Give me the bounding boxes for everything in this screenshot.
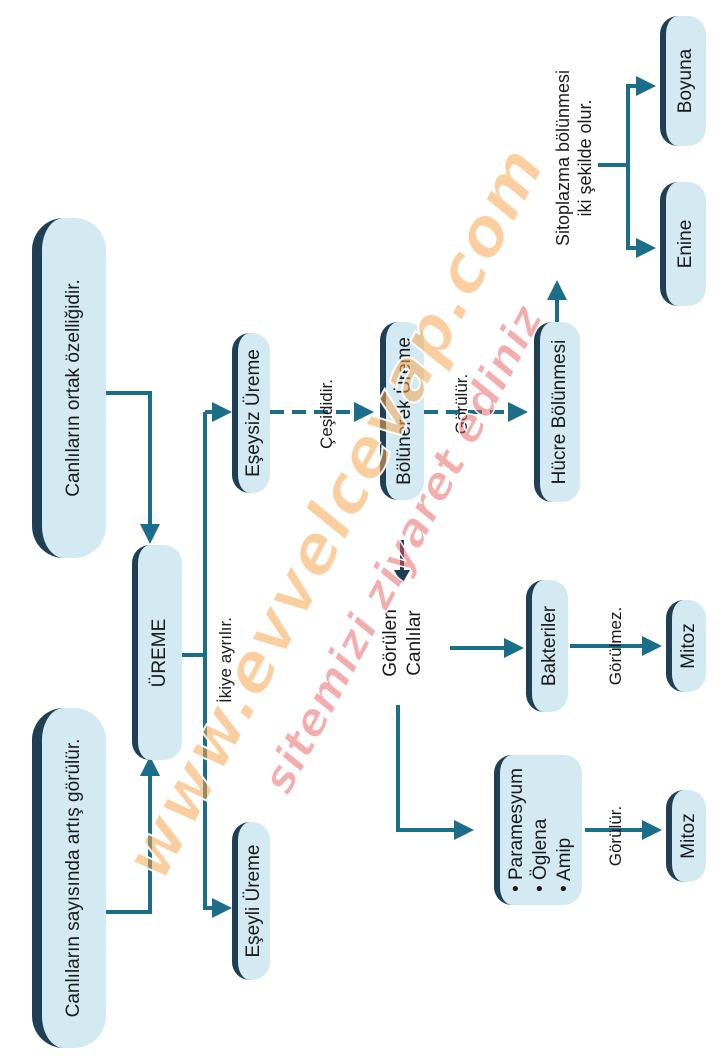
edge-gorulen-organisms bbox=[396, 705, 474, 840]
node-boyuna-label: Boyuna bbox=[675, 48, 696, 114]
node-organisms: Paramesyum Öglena Amip bbox=[494, 755, 582, 905]
organism-item: Öglena bbox=[529, 768, 553, 892]
node-eseyli: Eşeyli Üreme bbox=[232, 822, 270, 980]
sitoplazma-line2: iki şekilde olur. bbox=[575, 99, 595, 217]
edge-artis-ureme bbox=[106, 756, 160, 914]
node-boyuna: Boyuna bbox=[660, 16, 706, 146]
node-eseysiz: Eşeysiz Üreme bbox=[232, 333, 270, 493]
gorulen-line2: Canlılar bbox=[404, 610, 425, 676]
node-mitoz-bottom: Mitoz bbox=[666, 790, 706, 882]
node-bolunerek-label: Bölünerek Üreme bbox=[394, 337, 415, 485]
node-eseysiz-label: Eşeysiz Üreme bbox=[243, 349, 264, 477]
node-ortak: Canlıların ortak özelliğidir. bbox=[32, 218, 106, 558]
node-bolunerek: Bölünerek Üreme bbox=[380, 322, 424, 500]
node-bakteriler: Bakteriler bbox=[526, 580, 568, 712]
node-artis-label: Canlıların sayısında artış görülür. bbox=[63, 738, 84, 1018]
node-bakteriler-label: Bakteriler bbox=[539, 605, 560, 687]
organism-list-wrap: Paramesyum Öglena Amip bbox=[505, 768, 577, 892]
edge-ortak-ureme bbox=[106, 391, 160, 544]
node-mitoz-top-label: Mitoz bbox=[678, 623, 699, 669]
node-hucre-label: Hücre Bölünmesi bbox=[549, 339, 570, 485]
label-gorulur-bottom-text: Görülür. bbox=[606, 805, 625, 867]
node-artis: Canlıların sayısında artış görülür. bbox=[32, 708, 106, 1048]
gorulen-line1: Görülen bbox=[380, 609, 401, 677]
node-enine-label: Enine bbox=[675, 219, 696, 269]
label-ikiye-text: İkiye ayrılır. bbox=[216, 617, 235, 703]
node-ureme-label: ÜREME bbox=[149, 618, 170, 687]
organism-list: Paramesyum Öglena Amip bbox=[505, 768, 577, 892]
node-hucre: Hücre Bölünmesi bbox=[534, 322, 580, 502]
node-ortak-label: Canlıların ortak özelliğidir. bbox=[63, 279, 84, 497]
organism-item: Amip bbox=[553, 768, 577, 892]
label-gorulmez-text: Görülmez. bbox=[606, 606, 625, 686]
label-cesididir-text: Çeşididir. bbox=[317, 379, 336, 449]
node-enine: Enine bbox=[660, 182, 706, 306]
node-mitoz-bottom-label: Mitoz bbox=[678, 813, 699, 859]
node-ureme: ÜREME bbox=[132, 545, 182, 760]
node-mitoz-top: Mitoz bbox=[666, 600, 706, 692]
sitoplazma-line1: Sitoplazma bölünmesi bbox=[553, 69, 573, 247]
label-gorulur-top-text: Görülür. bbox=[452, 373, 471, 435]
node-eseyli-label: Eşeyli Üreme bbox=[243, 844, 264, 958]
organism-item: Paramesyum bbox=[505, 768, 529, 892]
